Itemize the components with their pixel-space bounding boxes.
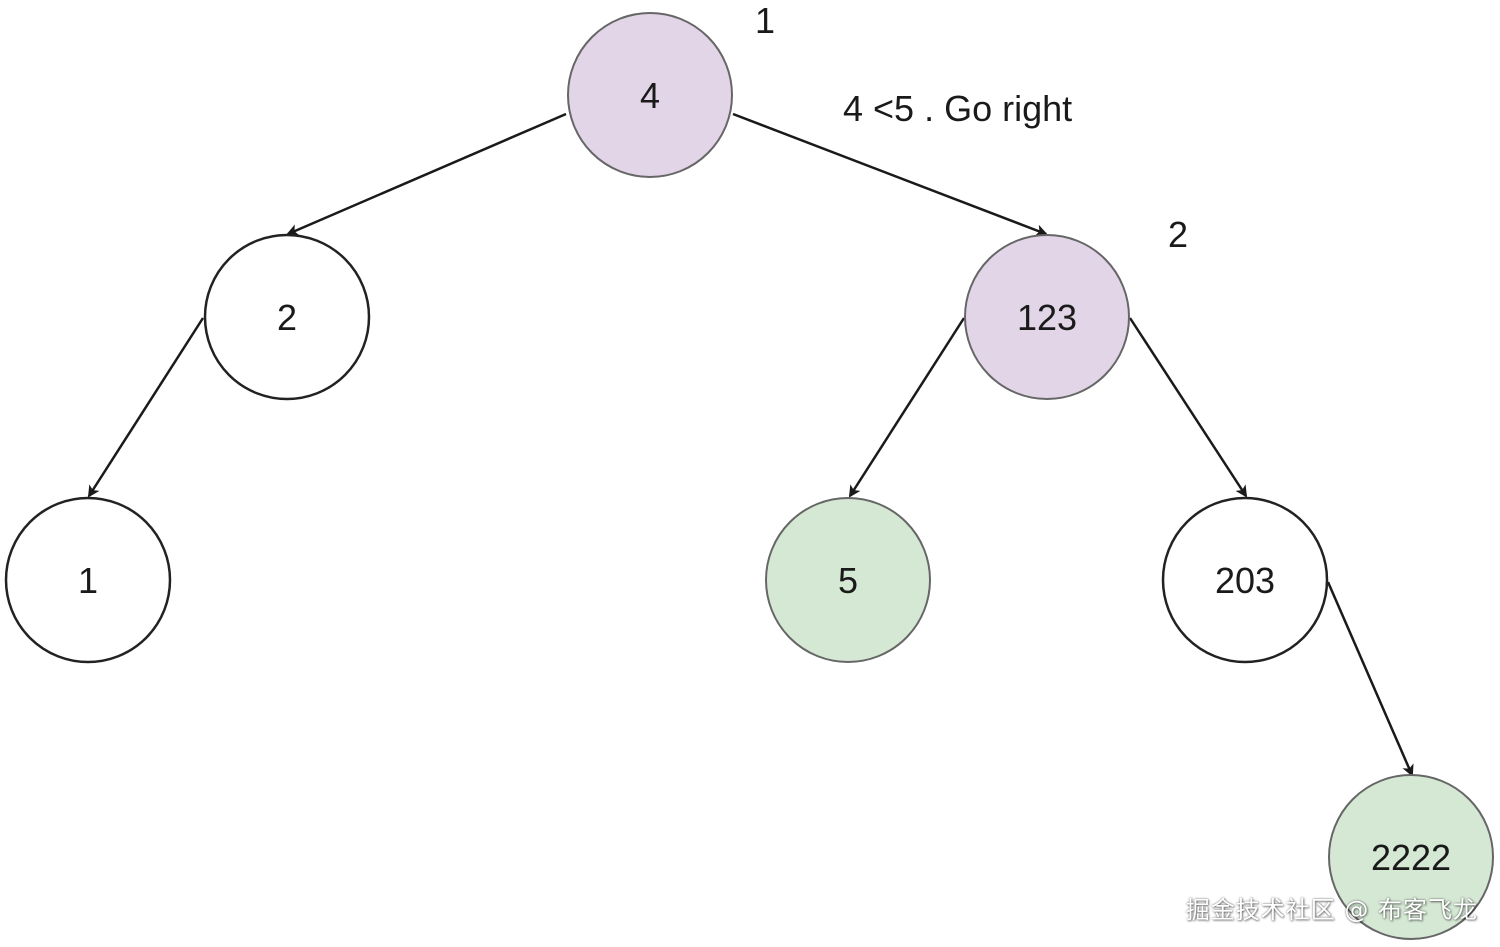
edge-4-to-123 [732,112,1048,237]
compare-note: 4 <5 . Go right [843,88,1072,129]
node-4-label: 4 [640,75,660,116]
nodes: 4 2 123 1 5 203 2222 [4,12,1494,940]
node-2-label: 2 [277,297,297,338]
node-5: 5 [765,497,931,663]
node-5-circle [765,497,931,663]
node-4-circle [567,12,733,178]
node-123-circle [964,234,1130,400]
node-1: 1 [4,496,172,664]
node-1-circle [4,496,172,664]
step-1-label: 1 [755,0,775,41]
node-203: 203 [1161,496,1329,664]
edge-123-to-5 [848,317,966,498]
annotations: 1 4 <5 . Go right 2 [755,0,1188,255]
node-2222: 2222 [1328,774,1494,940]
node-2: 2 [203,233,371,401]
node-2222-circle [1328,774,1494,940]
node-203-circle [1161,496,1329,664]
step-2-label: 2 [1168,214,1188,255]
node-4: 4 [567,12,733,178]
node-203-label: 203 [1215,560,1275,601]
node-1-label: 1 [78,560,98,601]
node-123-label: 123 [1017,297,1077,338]
node-2-circle [203,233,371,401]
edges [87,112,1414,777]
edge-4-to-2 [286,112,567,236]
watermark: 掘金技术社区 @ 布客飞龙 [1185,896,1478,924]
edge-203-to-2222 [1326,581,1414,777]
node-5-label: 5 [838,560,858,601]
edge-2-to-1 [87,317,205,498]
edge-123-to-203 [1128,317,1248,498]
node-123: 123 [964,234,1130,400]
node-2222-label: 2222 [1371,837,1451,878]
